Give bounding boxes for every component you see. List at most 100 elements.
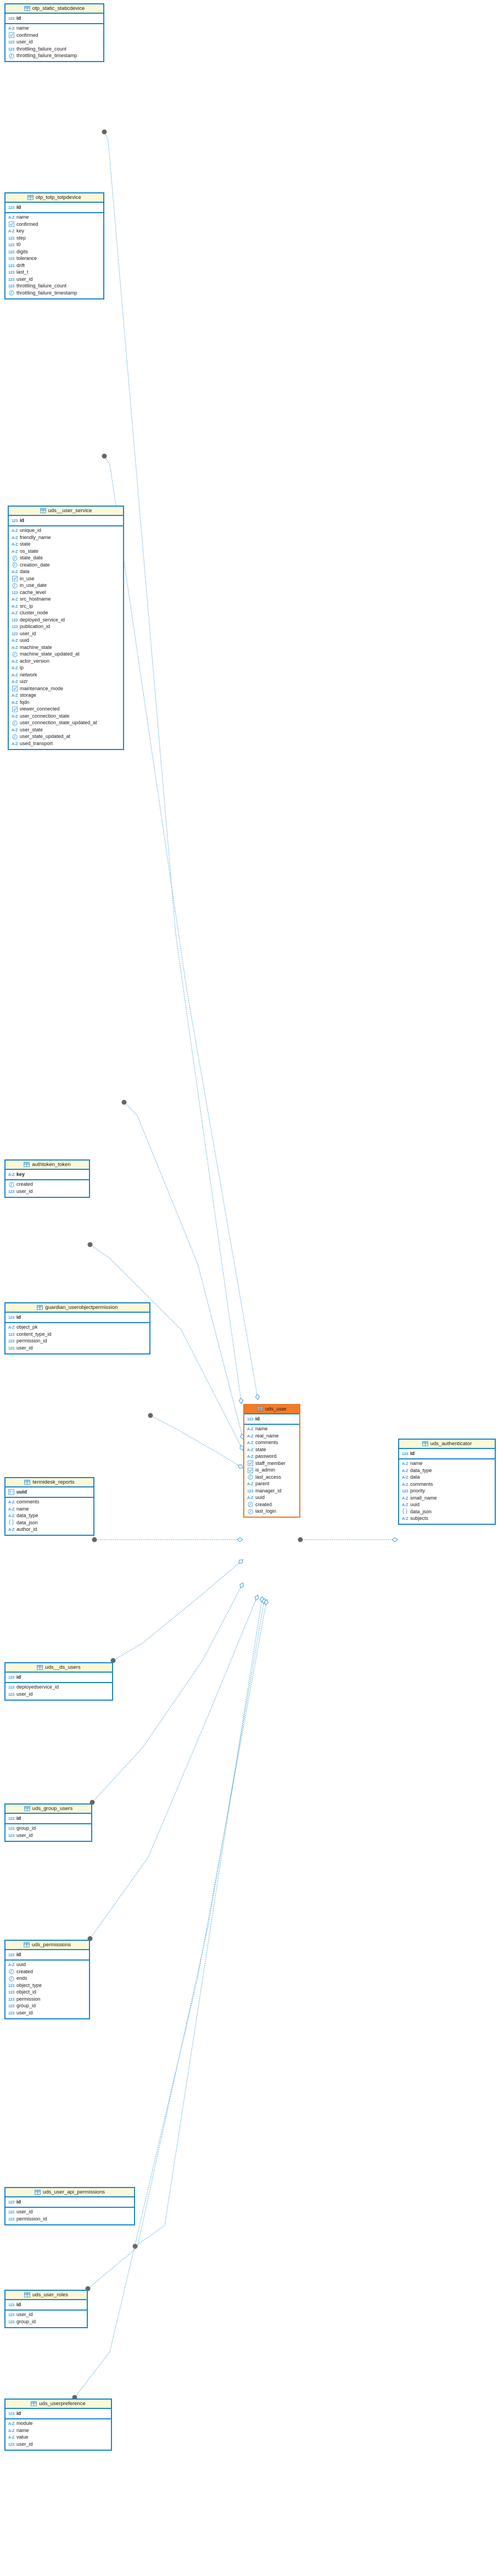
column-row[interactable]: created <box>8 1181 87 1189</box>
column-row[interactable]: user_state_updated_at <box>11 734 121 741</box>
column-row[interactable]: throttling_failure_timestamp <box>8 53 102 60</box>
column-row[interactable]: creation_date <box>11 562 121 569</box>
column-row[interactable]: is_admin <box>247 1467 298 1474</box>
column-row[interactable]: { }data_json <box>8 1519 92 1526</box>
column-row[interactable]: throttling_failure_timestamp <box>8 290 102 297</box>
column-row[interactable]: confirmed <box>8 32 102 39</box>
column-row-primary-key[interactable]: uuid <box>8 1489 92 1496</box>
column-row[interactable]: viewer_connected <box>11 706 121 713</box>
column-row[interactable]: in_use <box>11 575 121 582</box>
column-row[interactable]: { }data_json <box>401 1508 493 1515</box>
column-row[interactable]: machine_state_updated_at <box>11 651 121 658</box>
column-row[interactable]: last_login <box>247 1508 298 1515</box>
column-row[interactable]: confirmed <box>8 221 102 228</box>
